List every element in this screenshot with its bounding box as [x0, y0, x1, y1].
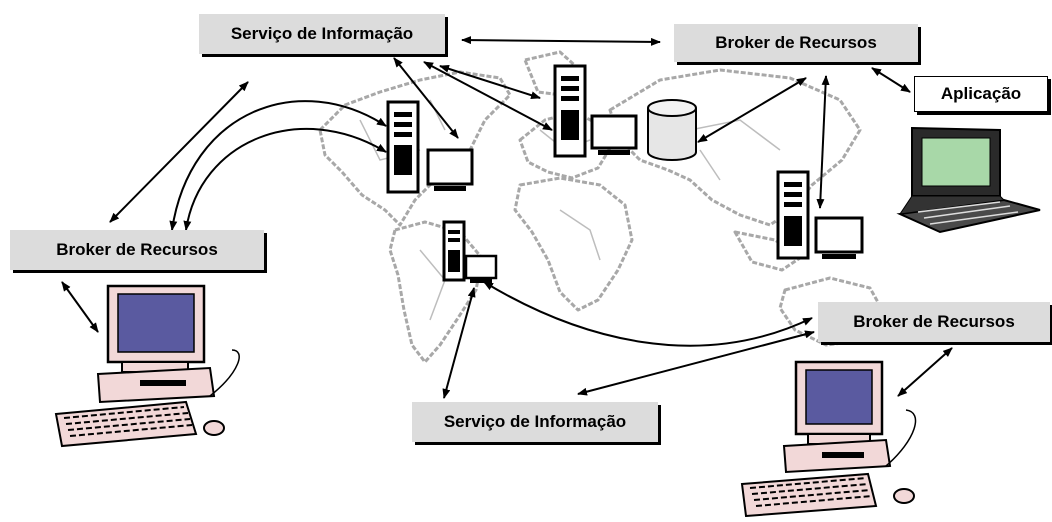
server-tower-icon [386, 100, 420, 194]
server-tower-icon [553, 64, 587, 158]
monitor-icon [426, 148, 474, 191]
connector-arrows [61, 36, 953, 399]
desktop-computer-icon [54, 284, 240, 448]
broker-label-left: Broker de Recursos [10, 230, 264, 270]
info-service-label-top: Serviço de Informação [199, 14, 445, 54]
info-service-label-bottom: Serviço de Informação [412, 402, 658, 442]
broker-label-bottom-right-text: Broker de Recursos [853, 312, 1015, 331]
broker-label-left-text: Broker de Recursos [56, 240, 218, 259]
monitor-icon [814, 216, 864, 259]
monitor-icon [464, 254, 498, 283]
server-tower-icon [776, 170, 810, 260]
broker-label-top-text: Broker de Recursos [715, 33, 877, 52]
broker-label-bottom-right: Broker de Recursos [818, 302, 1050, 342]
application-label: Aplicação [914, 76, 1048, 112]
server-tower-icon [442, 220, 466, 282]
database-cylinder-icon [647, 99, 697, 161]
broker-label-top: Broker de Recursos [674, 24, 918, 62]
laptop-icon [896, 126, 1041, 234]
desktop-computer-icon [740, 360, 917, 518]
monitor-icon [590, 114, 638, 155]
info-service-label-bottom-text: Serviço de Informação [443, 412, 627, 431]
info-service-label-top-text: Serviço de Informação [230, 24, 414, 43]
application-label-text: Aplicação [940, 84, 1022, 103]
